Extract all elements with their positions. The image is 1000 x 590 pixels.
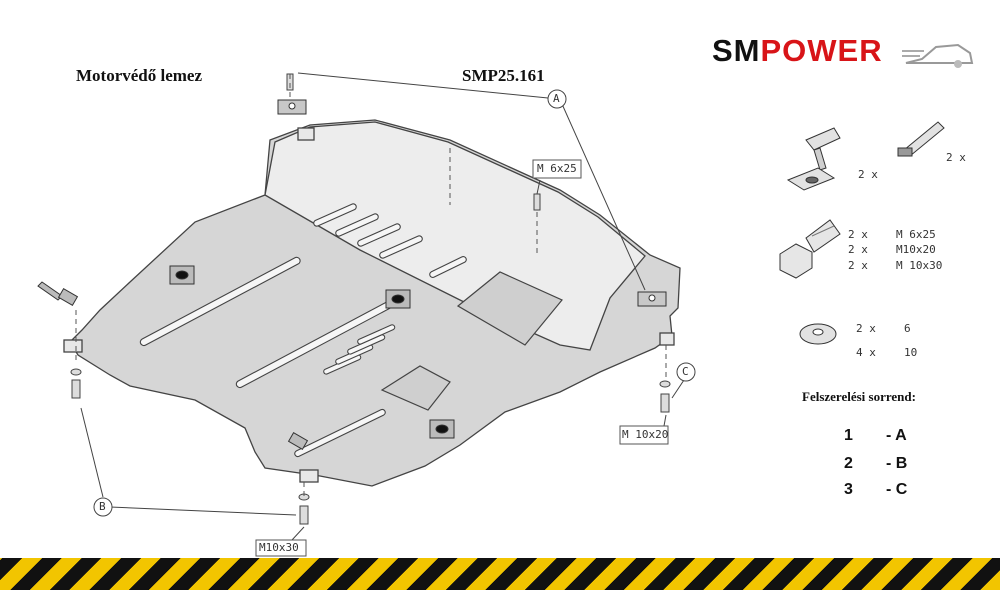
- bolt-qty-1: 2 x: [848, 228, 868, 241]
- bracket-part-drawing: [786, 127, 841, 191]
- leader-lines: [80, 72, 685, 541]
- step-letter: - B: [886, 455, 908, 472]
- washer-size-1: 6: [904, 322, 911, 335]
- washer-qty-1: 2 x: [856, 322, 876, 335]
- callout-c: C: [682, 365, 689, 378]
- hazard-stripe-bar: [0, 558, 1000, 590]
- fastener-bolts: [70, 73, 671, 525]
- logo-text-power: POWER: [760, 33, 883, 68]
- guide-lines: [75, 74, 667, 496]
- bolt-size-3: M 10x30: [896, 259, 943, 272]
- bolt-part-drawing: [779, 219, 841, 279]
- step-letter: - A: [886, 427, 907, 444]
- step-number: 1: [844, 427, 853, 444]
- sequence-step: 1 - A: [844, 427, 907, 445]
- ventilation-slots: [139, 203, 467, 458]
- logo-text-sm: SM: [712, 33, 761, 68]
- washer-part-drawing: [799, 323, 837, 345]
- label-m10x20: M 10x20: [622, 428, 669, 441]
- bolt-qty-3: 2 x: [848, 259, 868, 272]
- callout-a: A: [553, 92, 560, 105]
- label-m10x30: M10x30: [259, 541, 299, 554]
- page-title: Motorvédő lemez: [76, 66, 203, 85]
- clip-part-drawing: [897, 121, 945, 157]
- access-panels: [380, 271, 563, 411]
- label-boxes: [255, 159, 669, 557]
- bolt-qty-2: 2 x: [848, 243, 868, 256]
- label-m6x25: M 6x25: [537, 162, 577, 175]
- bolt-size-2: M10x20: [896, 243, 936, 256]
- clip-qty: 2 x: [946, 151, 966, 164]
- mount-pads: [169, 265, 455, 439]
- step-number: 2: [844, 455, 853, 472]
- skid-plate: [63, 119, 681, 487]
- smpower-logo: SMPOWER: [712, 33, 974, 75]
- callout-circles: [93, 89, 696, 517]
- car-silhouette-icon: [902, 43, 974, 68]
- sequence-title: Felszerelési sorrend:: [802, 389, 916, 404]
- step-letter: - C: [886, 481, 908, 498]
- washer-qty-2: 4 x: [856, 346, 876, 359]
- plate-brackets: [277, 99, 667, 307]
- bracket-qty: 2 x: [858, 168, 878, 181]
- washer-size-2: 10: [904, 346, 918, 359]
- sequence-step: 3 - C: [844, 481, 907, 499]
- callout-b: B: [99, 500, 106, 513]
- bolt-size-1: M 6x25: [896, 228, 936, 241]
- fastening-clips: [37, 281, 309, 451]
- part-number: SMP25.161: [462, 66, 545, 85]
- sequence-step: 2 - B: [844, 455, 907, 473]
- step-number: 3: [844, 481, 853, 498]
